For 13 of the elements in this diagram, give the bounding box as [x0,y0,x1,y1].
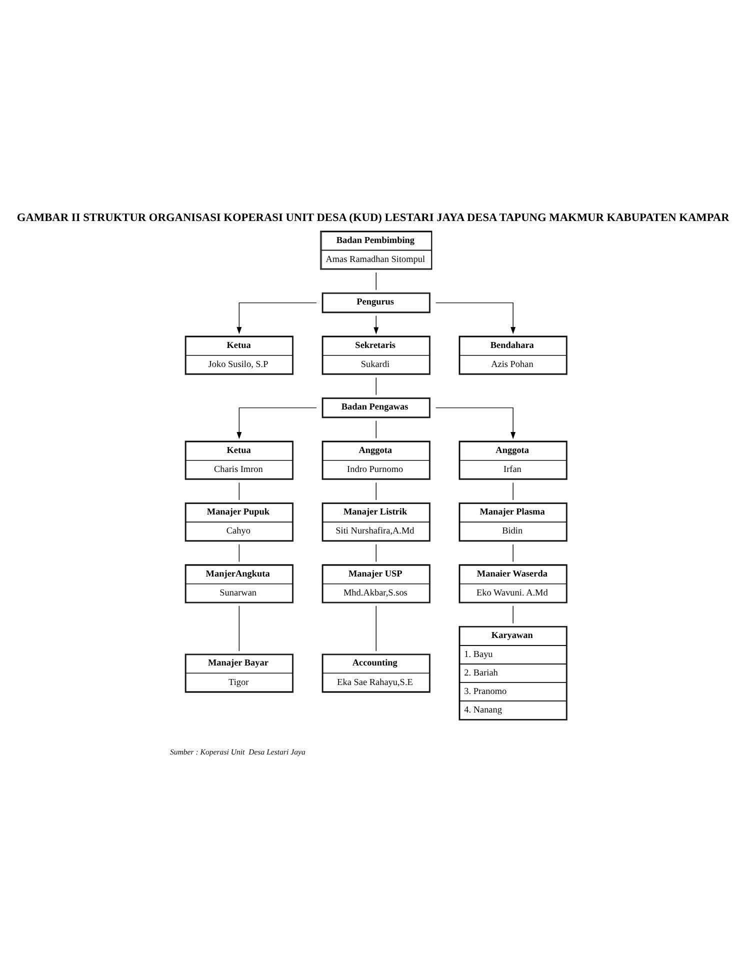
connector [238,605,240,651]
caption: Sumber : Koperasi Unit Desa Lestari Jaya [170,747,306,756]
connector [512,544,514,562]
arrow [435,302,516,334]
diagram-title: GAMBAR II STRUKTUR ORGANISASI KOPERASI UNIT DESA (KUD) LESTARI JAYA DESA TAPUNG MAKMUR KABUPATEN KAMPAR [16,212,730,224]
arrow [236,302,317,334]
connector [238,544,240,562]
arrow [435,406,516,439]
arrow [374,314,379,334]
connector [238,482,240,500]
arrow [236,406,317,439]
connector [512,605,514,624]
connector [512,482,514,500]
